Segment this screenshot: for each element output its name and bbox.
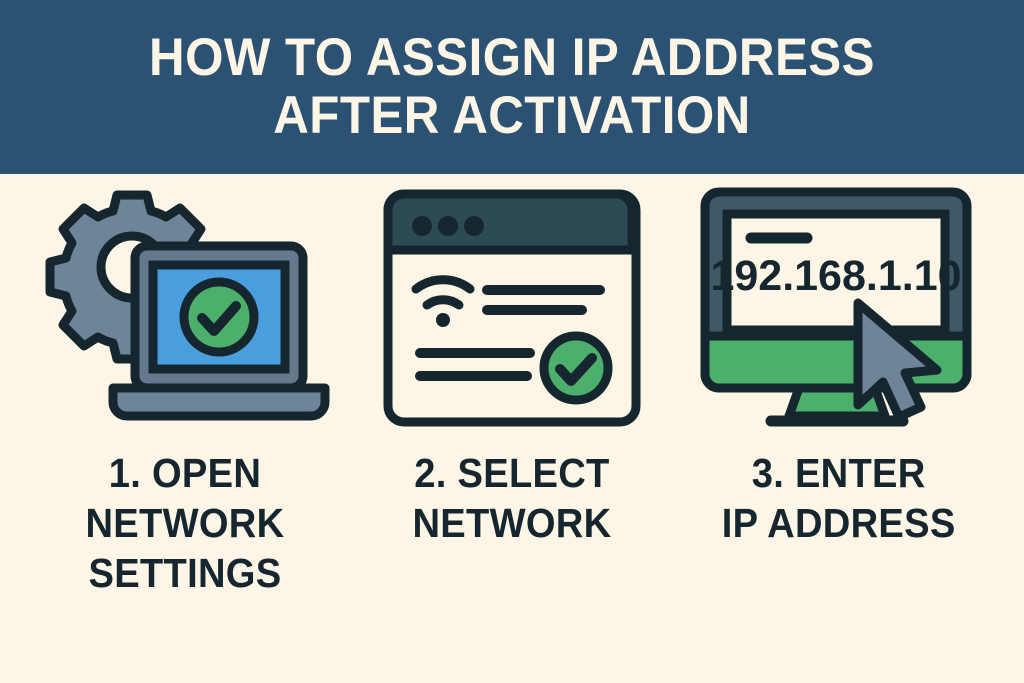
gear-laptop-check-icon	[45, 190, 330, 421]
header-band: HOW TO ASSIGN IP ADDRESS AFTER ACTIVATIO…	[0, 0, 1024, 174]
monitor-ip-cursor-icon: 192.168.1.10	[700, 187, 972, 426]
step-3: 192.168.1.10 3. ENTER IP ADDRESS	[676, 174, 1002, 548]
laptop-icon	[108, 241, 330, 421]
step-1-artwork	[35, 174, 335, 442]
check-circle-icon	[539, 331, 613, 405]
step-1-caption: 1. OPEN NETWORK SETTINGS	[85, 450, 285, 596]
step-2: 2. SELECT NETWORK	[349, 174, 675, 548]
page-title: HOW TO ASSIGN IP ADDRESS AFTER ACTIVATIO…	[149, 28, 875, 145]
ip-address-text: 192.168.1.10	[710, 252, 961, 300]
step-2-caption: 2. SELECT NETWORK	[412, 450, 612, 546]
browser-wifi-check-icon	[383, 189, 641, 427]
monitor-icon: 192.168.1.10	[700, 187, 972, 426]
step-2-artwork	[382, 174, 642, 442]
window-dots	[412, 216, 484, 236]
wifi-icon	[411, 275, 475, 327]
step-3-caption: 3. ENTER IP ADDRESS	[722, 450, 956, 546]
check-circle-icon	[179, 277, 259, 357]
mouse-cursor-icon	[853, 298, 942, 421]
step-3-artwork: 192.168.1.10	[699, 174, 979, 442]
steps-row: 1. OPEN NETWORK SETTINGS	[0, 174, 1024, 683]
step-1: 1. OPEN NETWORK SETTINGS	[22, 174, 348, 598]
content-lines	[415, 285, 605, 381]
